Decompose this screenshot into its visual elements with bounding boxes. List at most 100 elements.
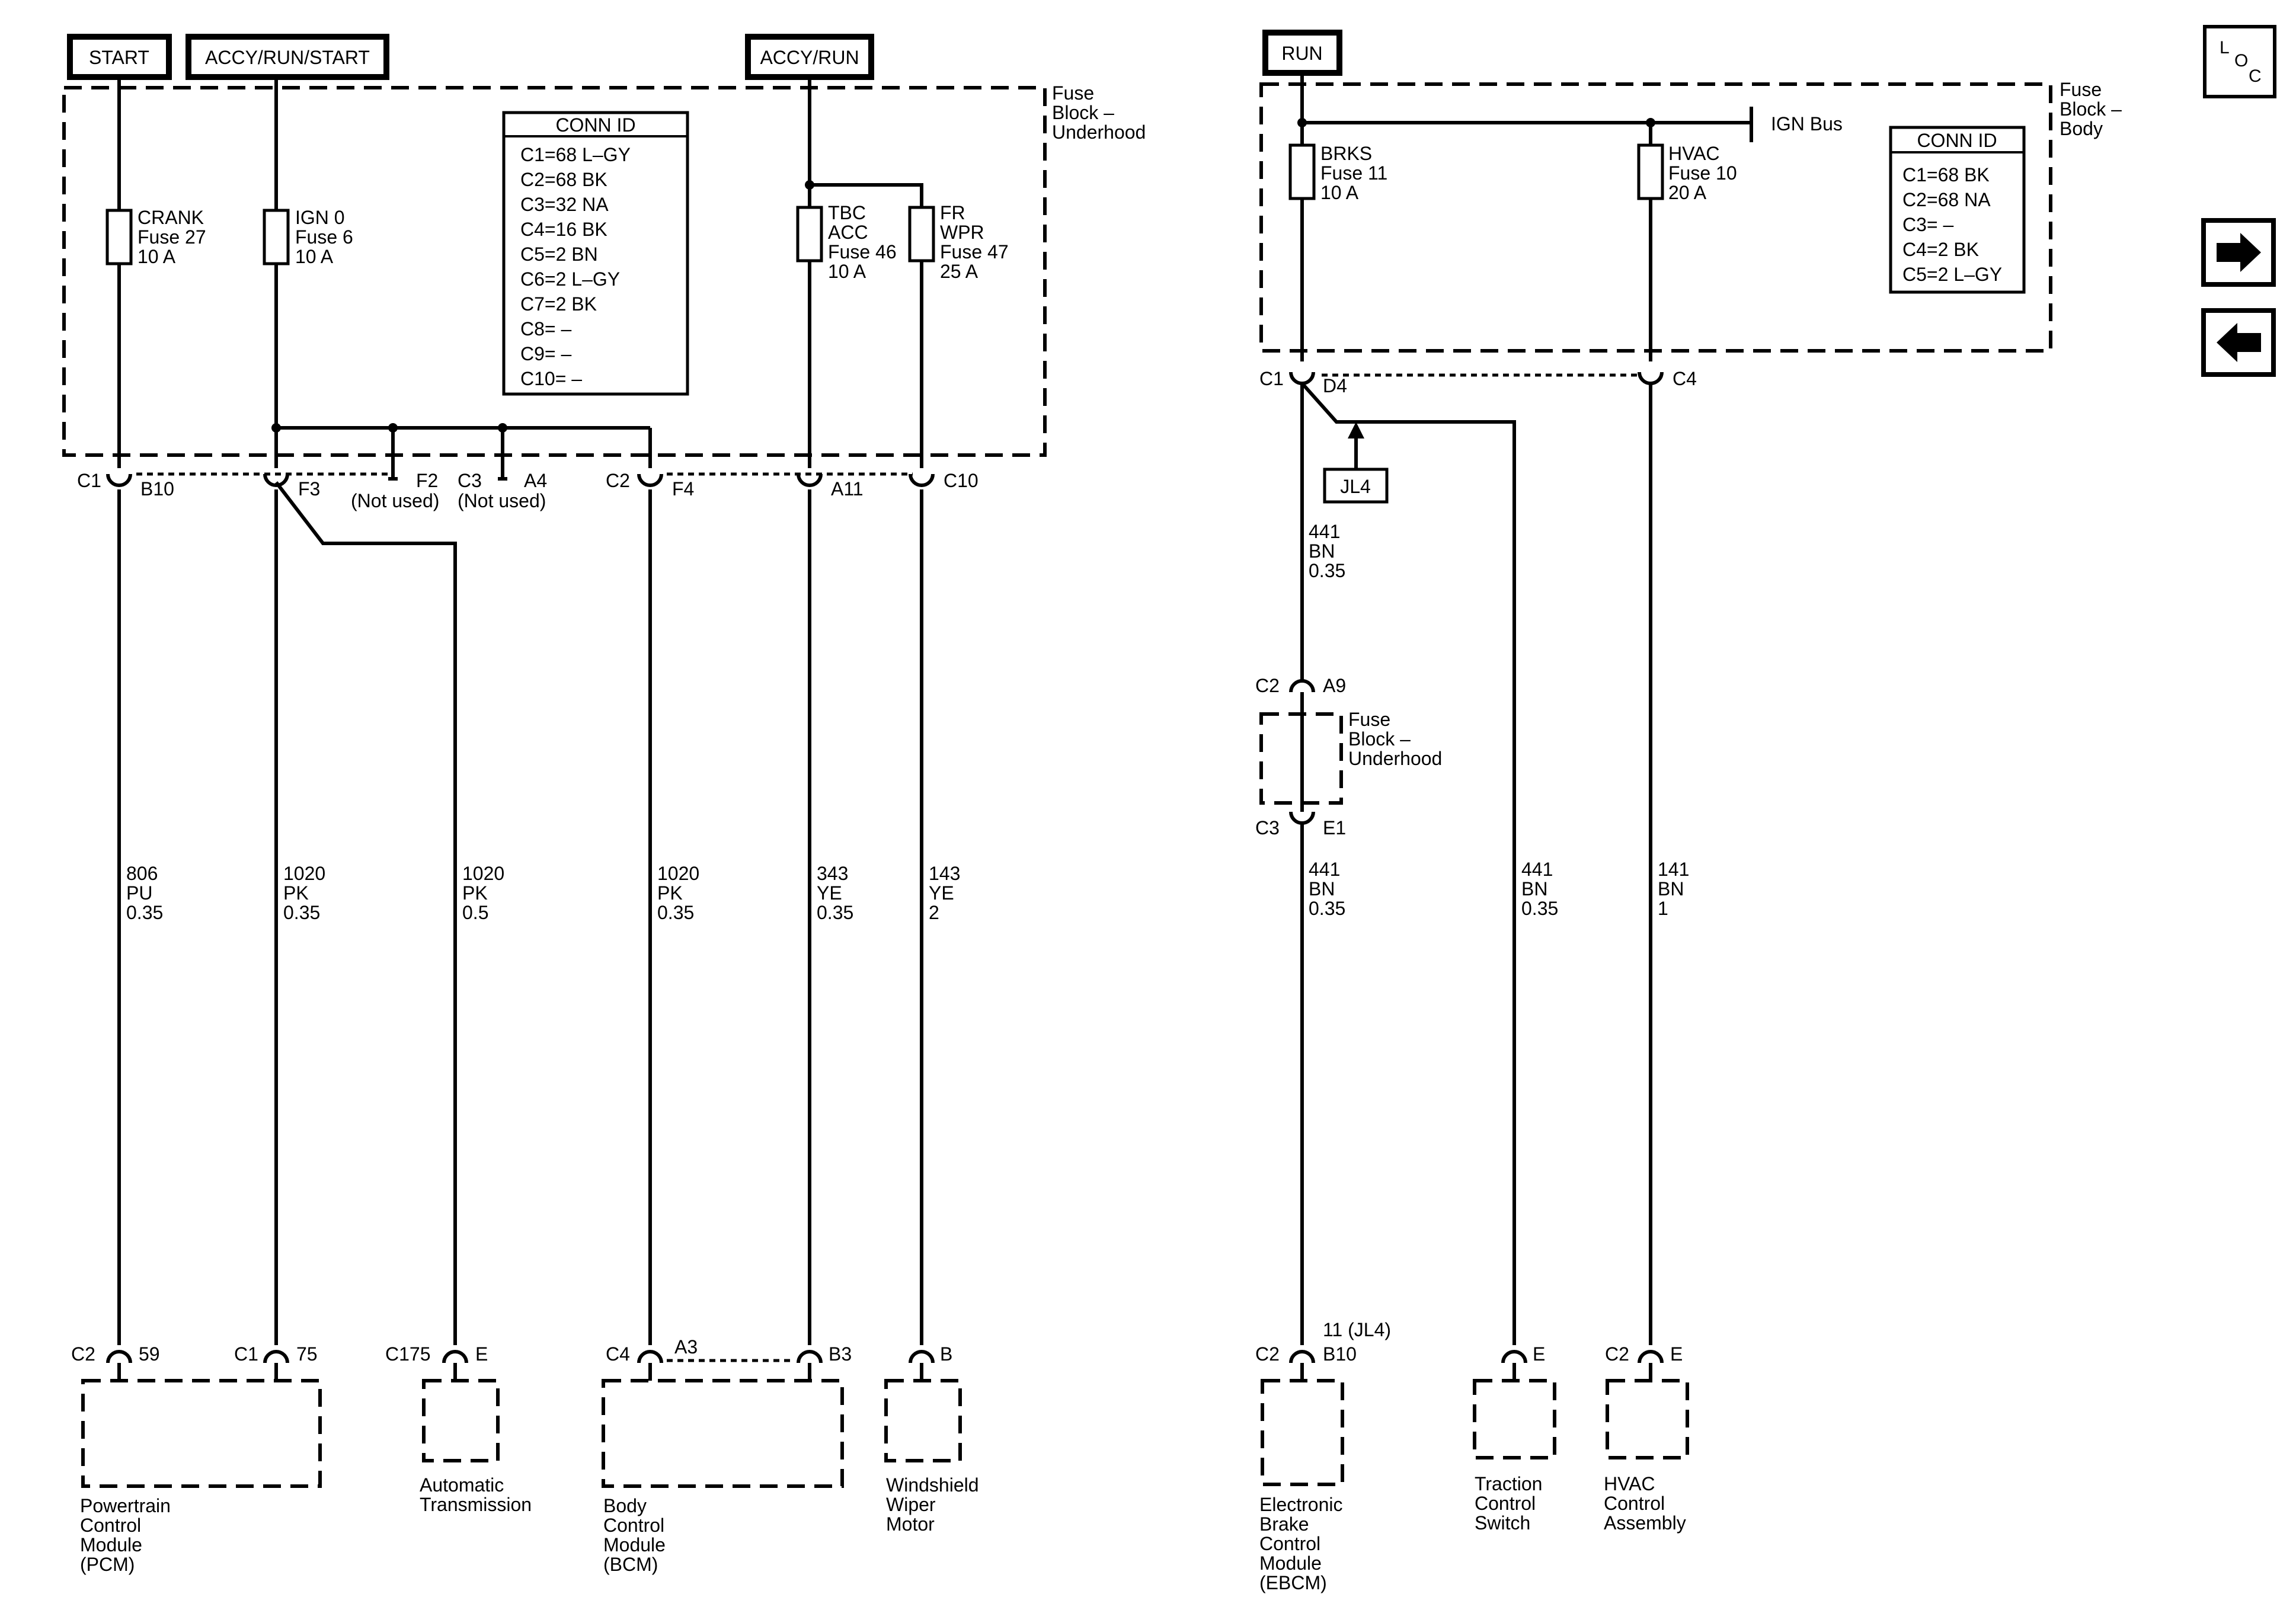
- wire-label-1020-b: 1020 PK 0.5: [462, 863, 504, 923]
- svg-text:Fuse 27: Fuse 27: [137, 226, 206, 248]
- svg-text:Module: Module: [1259, 1553, 1322, 1574]
- conn-id-table-left: CONN ID C1=68 L–GY C2=68 BK C3=32 NA C4=…: [502, 111, 689, 396]
- svg-text:C: C: [2249, 66, 2262, 86]
- svg-text:RUN: RUN: [1281, 43, 1322, 64]
- fuse-block-underhood-outline: [62, 86, 1047, 457]
- component-label-bcm: Body Control Module (BCM): [603, 1495, 666, 1575]
- svg-text:0.35: 0.35: [283, 902, 320, 923]
- svg-text:C1: C1: [234, 1343, 258, 1365]
- svg-text:Control: Control: [603, 1515, 664, 1536]
- svg-text:D4: D4: [1323, 375, 1347, 396]
- svg-text:C5=2 BN: C5=2 BN: [520, 244, 598, 265]
- svg-text:C4=16 BK: C4=16 BK: [520, 219, 607, 240]
- component-label-wiper: Windshield Wiper Motor: [886, 1474, 979, 1535]
- svg-text:Fuse 47: Fuse 47: [940, 241, 1009, 263]
- svg-text:F4: F4: [672, 478, 694, 500]
- svg-text:BN: BN: [1309, 540, 1335, 562]
- svg-text:Automatic: Automatic: [420, 1474, 504, 1496]
- svg-text:0.35: 0.35: [126, 902, 163, 923]
- svg-text:CRANK: CRANK: [137, 207, 204, 228]
- component-bcm-outline: [602, 1379, 844, 1488]
- svg-text:C1=68 BK: C1=68 BK: [1902, 164, 1990, 185]
- svg-text:C4=2 BK: C4=2 BK: [1902, 239, 1979, 260]
- svg-text:Control: Control: [1604, 1493, 1665, 1514]
- right-arrow-icon[interactable]: [2201, 218, 2276, 287]
- fuse-label-crank: CRANK Fuse 27 10 A: [137, 207, 206, 267]
- wire-label-141: 141 BN 1: [1658, 859, 1689, 919]
- svg-text:C1: C1: [1259, 368, 1284, 389]
- svg-text:C3= –: C3= –: [1902, 214, 1953, 235]
- svg-text:C175: C175: [385, 1343, 431, 1365]
- svg-text:E1: E1: [1323, 817, 1346, 838]
- svg-text:Underhood: Underhood: [1348, 748, 1442, 769]
- svg-text:E: E: [475, 1343, 488, 1365]
- svg-text:B: B: [940, 1343, 952, 1365]
- svg-text:10 A: 10 A: [1320, 182, 1359, 203]
- fuse-crank: [105, 209, 133, 265]
- svg-text:0.5: 0.5: [462, 902, 488, 923]
- svg-text:Fuse: Fuse: [1348, 709, 1390, 730]
- wire-label-343: 343 YE 0.35: [817, 863, 853, 923]
- left-arrow-icon[interactable]: [2201, 308, 2276, 377]
- fuse-block-underhood-label: Fuse Block – Underhood: [1052, 82, 1146, 143]
- component-ebcm-outline: [1261, 1379, 1344, 1486]
- svg-text:C2: C2: [1255, 1343, 1280, 1365]
- svg-text:Motor: Motor: [886, 1513, 935, 1535]
- svg-text:59: 59: [139, 1343, 160, 1365]
- svg-text:Fuse: Fuse: [2060, 79, 2102, 100]
- conn-id-table-right: CONN ID C1=68 BK C2=68 NA C3= – C4=2 BK …: [1889, 126, 2026, 294]
- svg-text:441: 441: [1309, 521, 1340, 542]
- svg-text:B3: B3: [829, 1343, 852, 1365]
- svg-text:Control: Control: [1475, 1493, 1536, 1514]
- svg-text:ACCY/RUN: ACCY/RUN: [760, 47, 859, 68]
- svg-text:1020: 1020: [657, 863, 699, 884]
- svg-text:PU: PU: [126, 882, 152, 904]
- svg-text:Wiper: Wiper: [886, 1494, 936, 1515]
- svg-text:JL4: JL4: [1340, 476, 1371, 497]
- svg-text:Module: Module: [603, 1534, 666, 1555]
- svg-text:CONN ID: CONN ID: [1917, 130, 1997, 151]
- svg-text:Fuse: Fuse: [1052, 82, 1094, 104]
- svg-text:A9: A9: [1323, 675, 1346, 696]
- svg-text:Fuse 6: Fuse 6: [295, 226, 353, 248]
- svg-text:PK: PK: [462, 882, 488, 904]
- jl4-reference-box: JL4: [1323, 422, 1389, 504]
- fuse-hvac: [1637, 143, 1664, 200]
- svg-text:441: 441: [1309, 859, 1340, 880]
- svg-text:BN: BN: [1309, 878, 1335, 900]
- svg-text:10 A: 10 A: [828, 261, 866, 282]
- svg-text:WPR: WPR: [940, 222, 984, 243]
- power-label-accy-run-start: ACCY/RUN/START: [186, 34, 389, 80]
- wire-label-806: 806 PU 0.35: [126, 863, 163, 923]
- svg-text:START: START: [89, 47, 149, 68]
- fuse-label-hvac: HVAC Fuse 10 20 A: [1668, 143, 1737, 203]
- svg-text:(Not used): (Not used): [458, 490, 546, 511]
- loc-button[interactable]: L O C: [2203, 25, 2276, 98]
- svg-text:Body: Body: [2060, 118, 2103, 139]
- svg-text:0.35: 0.35: [1521, 898, 1558, 919]
- connector-row-bottom-left: [106, 1350, 935, 1381]
- fuse-label-brks: BRKS Fuse 11 10 A: [1320, 143, 1387, 203]
- fuse-brks: [1288, 143, 1316, 200]
- wire-label-441-a: 441 BN 0.35: [1309, 521, 1345, 581]
- svg-text:Electronic: Electronic: [1259, 1494, 1343, 1515]
- svg-text:Traction: Traction: [1475, 1473, 1542, 1494]
- svg-text:C10= –: C10= –: [520, 368, 582, 389]
- svg-text:BN: BN: [1521, 878, 1547, 900]
- svg-text:806: 806: [126, 863, 158, 884]
- svg-text:CONN ID: CONN ID: [555, 114, 635, 136]
- svg-text:A4: A4: [524, 470, 547, 491]
- svg-text:(EBCM): (EBCM): [1259, 1572, 1327, 1593]
- svg-text:Fuse 11: Fuse 11: [1320, 162, 1387, 184]
- svg-text:TBC: TBC: [828, 202, 866, 223]
- svg-text:Brake: Brake: [1259, 1513, 1309, 1535]
- svg-text:F3: F3: [298, 478, 320, 500]
- svg-text:C3: C3: [1255, 817, 1280, 838]
- svg-text:143: 143: [929, 863, 960, 884]
- component-pcm-outline: [81, 1379, 322, 1488]
- fuse-fr-wpr: [908, 206, 935, 263]
- svg-text:C2: C2: [606, 470, 630, 491]
- svg-text:E: E: [1670, 1343, 1683, 1365]
- component-label-hvac: HVAC Control Assembly: [1604, 1473, 1686, 1534]
- svg-text:E: E: [1533, 1343, 1545, 1365]
